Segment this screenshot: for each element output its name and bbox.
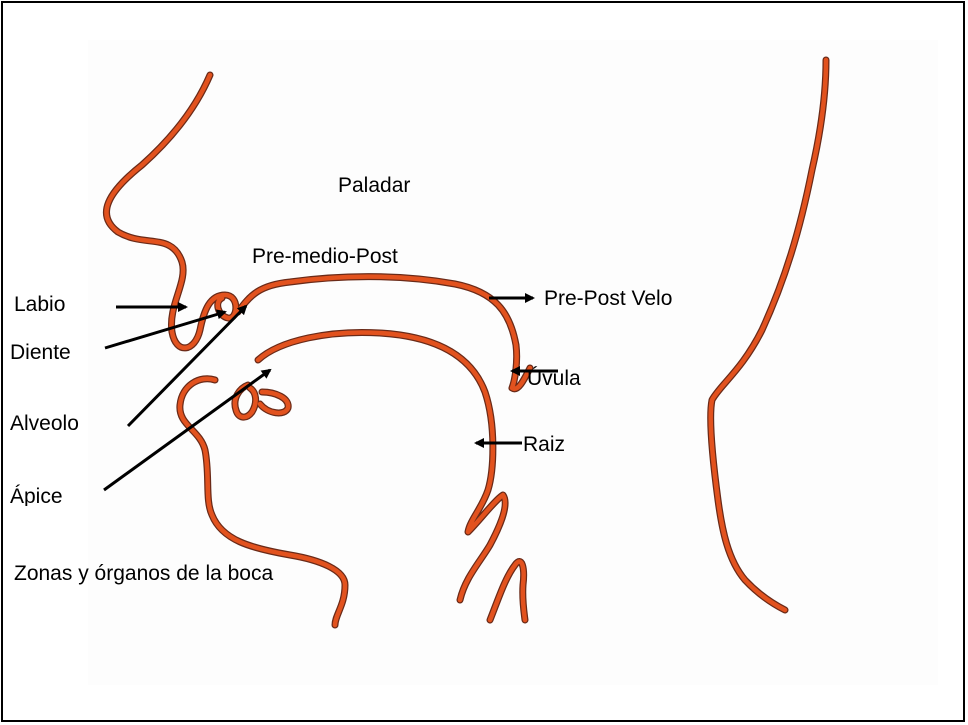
label-apice-clip: Ápice (10, 484, 63, 506)
label-pre-post-velo: Pre-Post Velo (544, 288, 672, 309)
label-uvula: Úvula (527, 368, 581, 389)
label-raiz: Raiz (523, 434, 565, 455)
arrow-diente (105, 312, 225, 348)
label-paladar: Paladar (338, 175, 410, 196)
label-diente: Diente (10, 342, 71, 363)
label-labio: Labio (14, 294, 65, 315)
label-pre-medio-post: Pre-medio-Post (252, 246, 398, 267)
label-apice: Ápice (10, 486, 63, 506)
diagram-caption: Zonas y órganos de la boca (14, 556, 274, 591)
back-of-head-outline (711, 60, 826, 610)
tongue-outline (258, 332, 505, 600)
label-alveolo: Alveolo (10, 413, 79, 434)
